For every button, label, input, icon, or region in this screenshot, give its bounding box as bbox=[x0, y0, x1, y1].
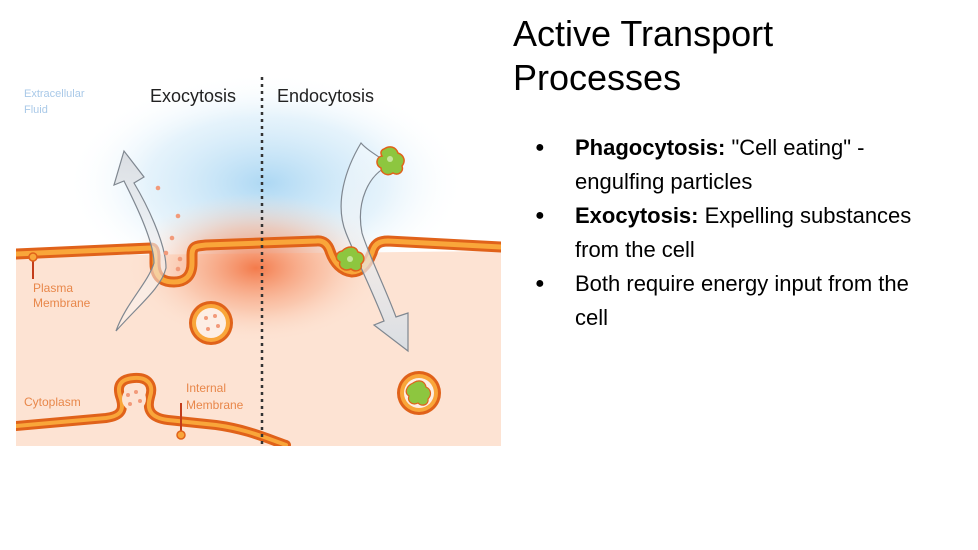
internal-pointer-dot bbox=[176, 430, 186, 440]
particle bbox=[204, 316, 208, 320]
particle bbox=[206, 327, 210, 331]
particle bbox=[138, 399, 142, 403]
bullet-text: "Cell eating" - engulfing particles bbox=[575, 135, 865, 194]
transport-diagram: Exocytosis Endocytosis Extracellular Flu… bbox=[10, 73, 507, 450]
label-cytoplasm: Cytoplasm bbox=[24, 395, 81, 409]
particle bbox=[177, 256, 183, 262]
particle bbox=[169, 235, 175, 241]
internal-membrane-inner bbox=[14, 375, 288, 447]
label-extracellular: Extracellular bbox=[24, 88, 85, 100]
bullet-item-exocytosis: ● Exocytosis: Expelling substances from … bbox=[535, 199, 935, 267]
green-particle-vesicle bbox=[405, 380, 432, 406]
green-particle-outside bbox=[376, 146, 405, 176]
plasma-pointer-dot bbox=[28, 252, 38, 262]
bullet-text: Both require energy input from the cell bbox=[575, 271, 909, 330]
bullet-list: ● Phagocytosis: "Cell eating" - engulfin… bbox=[535, 131, 935, 335]
bullet-marker: ● bbox=[535, 275, 545, 292]
particle bbox=[134, 390, 138, 394]
bullet-marker: ● bbox=[535, 207, 545, 224]
internal-vesicle-content bbox=[122, 387, 146, 411]
label-internal-membrane: Membrane bbox=[186, 398, 244, 412]
particle bbox=[155, 185, 161, 191]
exocytosis-vesicle-content bbox=[196, 308, 226, 338]
label-membrane: Membrane bbox=[33, 296, 91, 310]
bullet-marker: ● bbox=[535, 139, 545, 156]
slide-title-line-2: Processes bbox=[513, 57, 682, 98]
bullet-item-energy: ● Both require energy input from the cel… bbox=[535, 267, 935, 335]
particle bbox=[128, 402, 132, 406]
particle bbox=[216, 324, 220, 328]
label-exocytosis: Exocytosis bbox=[150, 86, 236, 106]
particle bbox=[175, 266, 181, 272]
particle bbox=[163, 250, 169, 256]
particle bbox=[175, 213, 181, 219]
particle bbox=[126, 393, 130, 397]
particle bbox=[213, 314, 217, 318]
label-endocytosis: Endocytosis bbox=[277, 86, 374, 106]
slide-title: Active Transport Processes bbox=[513, 12, 953, 100]
bullet-text: Expelling substances from the cell bbox=[575, 203, 912, 262]
label-plasma: Plasma bbox=[33, 281, 73, 295]
diagram-svg: Exocytosis Endocytosis Extracellular Flu… bbox=[10, 73, 507, 450]
label-fluid: Fluid bbox=[24, 104, 48, 116]
bullet-term: Phagocytosis: bbox=[575, 135, 726, 160]
label-internal: Internal bbox=[186, 381, 226, 395]
bullet-term: Exocytosis: bbox=[575, 203, 699, 228]
slide-title-line-1: Active Transport bbox=[513, 13, 774, 54]
green-particle-engulfing bbox=[335, 246, 365, 272]
cytoplasm-glow bbox=[126, 193, 386, 343]
exocytosis-arrow bbox=[113, 149, 167, 332]
bullet-item-phagocytosis: ● Phagocytosis: "Cell eating" - engulfin… bbox=[535, 131, 935, 199]
